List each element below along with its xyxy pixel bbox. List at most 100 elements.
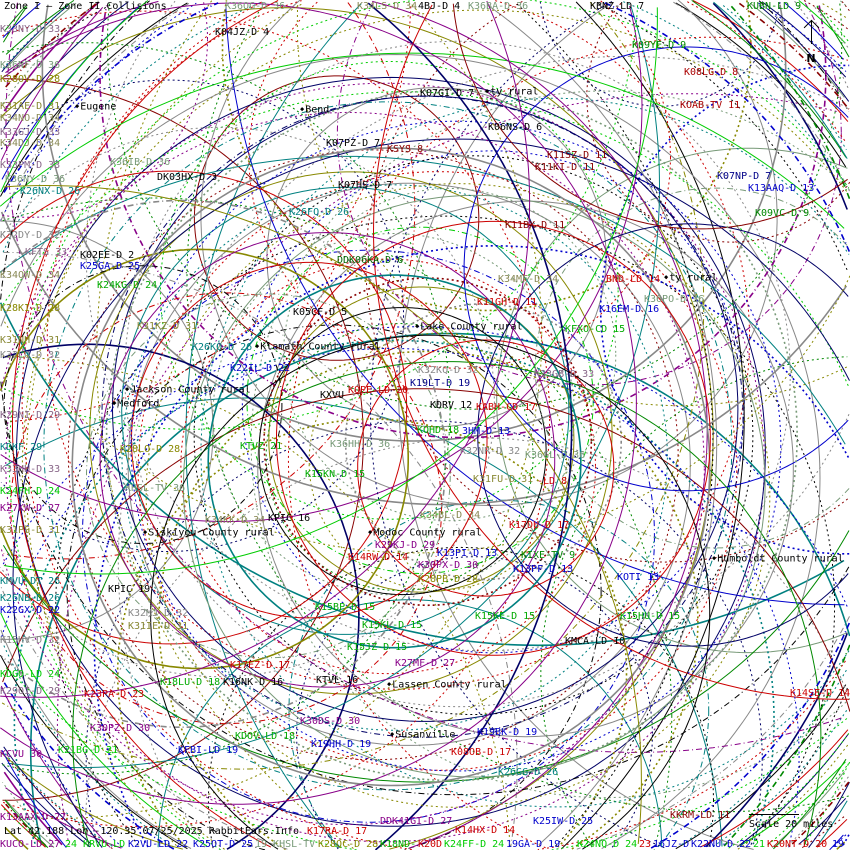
- station-label[interactable]: K09YE-D 9: [632, 40, 687, 51]
- station-label[interactable]: K32MJ-D 32: [128, 608, 189, 619]
- station-label[interactable]: K02EE-D 2: [80, 250, 135, 261]
- station-label[interactable]: K34NO-D 34: [0, 113, 61, 124]
- station-label[interactable]: 24 KRVU-LD: [65, 839, 126, 850]
- station-label[interactable]: K16EM-D 16: [599, 304, 660, 315]
- station-label[interactable]: K25IW-D 25: [533, 816, 594, 827]
- station-label[interactable]: DDK41GI-D 27: [380, 816, 453, 827]
- station-label[interactable]: KOHD 18: [417, 425, 460, 436]
- station-label[interactable]: K31FU-D 31: [473, 474, 534, 485]
- station-label[interactable]: K26NX-D 26: [20, 186, 81, 197]
- station-label[interactable]: K14HX-D 14: [455, 825, 516, 836]
- station-label[interactable]: K26FQ-D 26: [289, 207, 350, 218]
- station-label[interactable]: K29KJ-D 29: [375, 540, 436, 551]
- station-label[interactable]: K30DS-D 30: [300, 716, 361, 727]
- station-label[interactable]: K31AE-D 31: [0, 101, 61, 112]
- station-label[interactable]: 3HM-D 13: [462, 426, 511, 437]
- station-label[interactable]: K36BA-D 36: [468, 1, 529, 12]
- station-label[interactable]: K33GJ-D 33: [0, 127, 61, 138]
- station-label[interactable]: KHSL-TV 36: [125, 483, 186, 494]
- station-label[interactable]: 16JZ-D: [653, 839, 690, 850]
- station-label[interactable]: BND-LD 14: [606, 274, 661, 285]
- station-label[interactable]: KIXE-TV 9: [521, 550, 576, 561]
- station-label[interactable]: K29NI-D 29: [0, 410, 61, 421]
- station-label[interactable]: K31IE-D 31: [128, 621, 189, 632]
- station-label[interactable]: K36OG-D 36: [225, 1, 286, 12]
- station-label[interactable]: K19BK-D 19: [477, 727, 538, 738]
- station-label[interactable]: K05CF-D 5: [293, 307, 348, 318]
- station-label[interactable]: K22IL-D 22: [230, 363, 291, 374]
- station-label[interactable]: KOTI 13: [617, 572, 660, 583]
- station-label[interactable]: 4BJ-D 4: [418, 1, 461, 12]
- station-label[interactable]: KQPE-LD 20: [348, 385, 409, 396]
- station-label[interactable]: K20D: [418, 839, 443, 850]
- station-label[interactable]: K34LS-D 34: [357, 1, 418, 12]
- station-label[interactable]: KBNZ-LD 7: [590, 1, 645, 12]
- station-label[interactable]: K24NQ-D 24: [577, 839, 638, 850]
- station-label[interactable]: K34MF-D 34: [498, 274, 559, 285]
- station-label[interactable]: KTVL 16: [316, 675, 359, 686]
- station-label[interactable]: K15KL-D 15: [362, 620, 423, 631]
- station-label[interactable]: K36PO-D 36: [644, 294, 705, 305]
- station-label[interactable]: K33GB-D 33: [534, 369, 595, 380]
- station-label[interactable]: K28LO-D 28: [120, 444, 181, 455]
- station-label[interactable]: 19: [832, 839, 845, 850]
- station-label[interactable]: KKRM-LD 11: [670, 810, 731, 821]
- station-label[interactable]: KPIC 19: [108, 584, 151, 595]
- station-label[interactable]: KDGO-LD 24: [0, 669, 61, 680]
- station-label[interactable]: KABH-CD 17: [476, 402, 537, 413]
- station-label[interactable]: K32LQ-D 32: [0, 350, 61, 361]
- station-label[interactable]: K26GG-D 26: [498, 767, 559, 778]
- station-label[interactable]: K29OI-D 29: [0, 686, 61, 697]
- station-label[interactable]: KPIC 16: [268, 513, 311, 524]
- station-label[interactable]: K34OW-D 34: [0, 270, 61, 281]
- station-label[interactable]: K30PZ-D 30: [90, 723, 151, 734]
- station-label[interactable]: K27KW-D 27: [0, 503, 61, 514]
- station-label[interactable]: KUBN-LD 9: [747, 1, 802, 12]
- station-label[interactable]: K15HV-D 32: [0, 635, 61, 646]
- station-label[interactable]: K07NP-D 7: [717, 171, 772, 182]
- station-label[interactable]: K34BL-D 34: [420, 510, 481, 521]
- station-label[interactable]: K15KN-D 15: [305, 469, 366, 480]
- station-label[interactable]: K36NF-D 36: [0, 60, 61, 71]
- station-label[interactable]: K31PS-D 31: [0, 525, 61, 536]
- station-label[interactable]: KOAB-TV 11: [680, 100, 741, 111]
- station-label[interactable]: K24FH-D 24: [0, 486, 61, 497]
- station-label[interactable]: K13PF-D 13: [513, 564, 574, 575]
- station-label[interactable]: K28QC-D 28: [318, 839, 379, 850]
- station-label[interactable]: KMVU-DT 26: [0, 576, 61, 587]
- station-label[interactable]: K11KI-D 11: [535, 162, 596, 173]
- station-label[interactable]: 21: [753, 839, 766, 850]
- station-label[interactable]: K26KO-D 26: [192, 342, 253, 353]
- station-label[interactable]: K17EZ-D 17: [230, 660, 291, 671]
- station-label[interactable]: KDRV 12: [430, 400, 473, 411]
- station-label[interactable]: K34DJ-D 34: [0, 138, 61, 149]
- station-label[interactable]: K23PA-D 23: [84, 689, 145, 700]
- station-label[interactable]: K15KE-D 15: [475, 611, 536, 622]
- station-label[interactable]: K14SE-D 14: [790, 688, 850, 699]
- station-label[interactable]: K25GA-D 25: [80, 261, 141, 272]
- station-label[interactable]: K14RW-D 14: [348, 552, 409, 563]
- station-label[interactable]: -LD 8: [537, 476, 568, 487]
- station-label[interactable]: K06NS-D 6: [488, 122, 543, 133]
- station-label[interactable]: DDK06KA-D 6: [337, 255, 404, 266]
- station-label[interactable]: K22GX-D 22: [0, 605, 61, 616]
- station-label[interactable]: K36HH-D 36: [330, 439, 391, 450]
- station-label[interactable]: K11GH-D 11: [477, 297, 538, 308]
- station-label[interactable]: K34KK-D 34: [205, 515, 266, 526]
- station-label[interactable]: DK03HX-D 3: [157, 172, 218, 183]
- station-label[interactable]: KFBI-LD 19: [178, 745, 239, 756]
- station-label[interactable]: K33NY-D 33: [0, 24, 61, 35]
- station-label[interactable]: K27MF-D 27: [395, 658, 456, 669]
- station-label[interactable]: K04JZ-D 4: [215, 27, 270, 38]
- station-label[interactable]: K07HS-D 7: [338, 180, 393, 191]
- station-label[interactable]: K17DU-D 17: [509, 520, 570, 531]
- station-label[interactable]: K19HH-D 19: [311, 739, 372, 750]
- station-label[interactable]: K18LU-D 18: [160, 677, 221, 688]
- station-label[interactable]: K36IB-D 36: [110, 157, 171, 168]
- station-label[interactable]: K20NT-D 20: [767, 839, 828, 850]
- station-label[interactable]: K17RA-D 17: [307, 826, 368, 837]
- station-label[interactable]: K36NY-D 36: [5, 174, 66, 185]
- station-label[interactable]: KTVZ 21: [240, 441, 283, 452]
- station-label[interactable]: K21BG-D 21: [58, 745, 119, 756]
